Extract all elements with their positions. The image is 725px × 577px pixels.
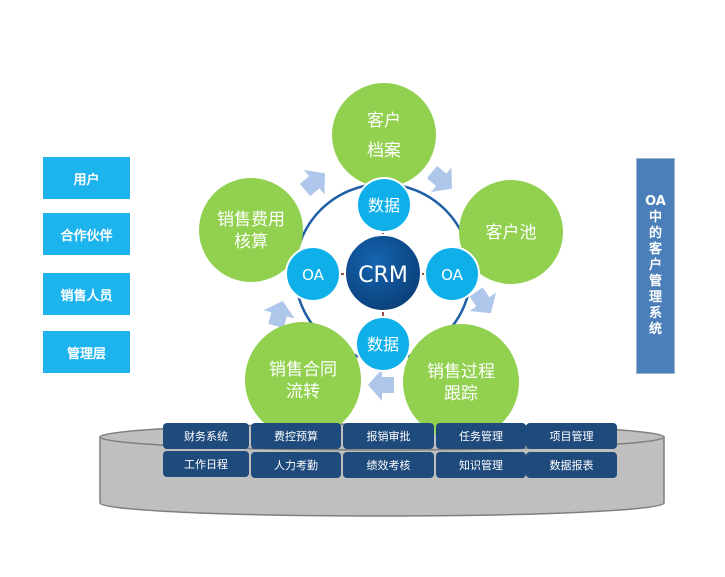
- oa-bar-char: 的: [648, 226, 662, 241]
- cycle-node-label: 跟踪: [444, 384, 478, 404]
- arrow-up-right-icon: [299, 170, 325, 197]
- cycle-node-label: 档案: [367, 141, 401, 161]
- module-data-reports[interactable]: 数据报表: [526, 452, 617, 478]
- inner-node-top-label: 数据: [368, 196, 400, 215]
- inner-node-bottom-label: 数据: [367, 335, 399, 354]
- cycle-arrows: [263, 165, 496, 401]
- module-expense-budget[interactable]: 费控预算: [251, 423, 341, 449]
- cycle-node-circle: [245, 322, 361, 438]
- inner-node-left-label: OA: [302, 266, 325, 284]
- oa-bar-char: 客: [648, 242, 662, 257]
- module-hr-attendance[interactable]: 人力考勤: [251, 452, 341, 478]
- inner-node-top[interactable]: 数据: [356, 177, 412, 233]
- oa-bar-char: 统: [648, 322, 662, 337]
- arrow-down-icon: [469, 287, 496, 314]
- oa-bar-char: 系: [648, 306, 662, 321]
- inner-node-bottom[interactable]: 数据: [355, 316, 411, 372]
- module-task-management[interactable]: 任务管理: [436, 423, 526, 449]
- oa-crm-system-bar[interactable]: OA 中 的 客 户 管 理 系 统: [636, 158, 675, 374]
- cycle-node-label: 客户池: [486, 223, 537, 243]
- arrow-down-right-icon: [426, 165, 452, 192]
- module-reimbursement[interactable]: 报销审批: [343, 423, 434, 449]
- cycle-node-label: 销售合同: [269, 360, 337, 380]
- module-knowledge[interactable]: 知识管理: [436, 452, 526, 478]
- cycle-node-circle: [403, 324, 519, 440]
- cycle-node-label: 流转: [286, 382, 320, 402]
- cycle-node-label: 销售过程: [427, 362, 495, 382]
- cycle-node-circle: [199, 178, 303, 282]
- role-partner[interactable]: 合作伙伴: [43, 213, 130, 255]
- role-management[interactable]: 管理层: [43, 331, 130, 373]
- oa-bar-char: 理: [648, 290, 662, 305]
- oa-bar-char: 管: [648, 274, 662, 289]
- cycle-node-circle: [459, 180, 563, 284]
- module-finance[interactable]: 财务系统: [163, 423, 249, 449]
- arrow-up-icon: [263, 300, 295, 329]
- cycle-node-label: 核算: [234, 232, 268, 252]
- cycle-node-customer-pool[interactable]: 客户池: [459, 180, 563, 284]
- module-work-schedule[interactable]: 工作日程: [163, 451, 249, 477]
- role-sales-staff[interactable]: 销售人员: [43, 273, 130, 315]
- oa-bar-char: OA: [645, 194, 666, 209]
- module-performance[interactable]: 绩效考核: [343, 452, 434, 478]
- oa-bar-char: 户: [648, 258, 662, 273]
- module-project-management[interactable]: 项目管理: [526, 423, 617, 449]
- inner-node-right-label: OA: [441, 266, 464, 284]
- arrow-left-icon: [368, 369, 394, 401]
- inner-node-left[interactable]: OA: [285, 246, 341, 302]
- cycle-node-label: 销售费用: [217, 210, 285, 230]
- role-user[interactable]: 用户: [43, 157, 130, 199]
- crm-label: CRM: [358, 263, 408, 288]
- cycle-node-label: 客户: [367, 111, 401, 131]
- cycle-node-circle: [332, 83, 436, 187]
- oa-bar-char: 中: [648, 210, 662, 225]
- crm-center-node[interactable]: CRM: [344, 234, 422, 312]
- inner-node-right[interactable]: OA: [424, 246, 480, 302]
